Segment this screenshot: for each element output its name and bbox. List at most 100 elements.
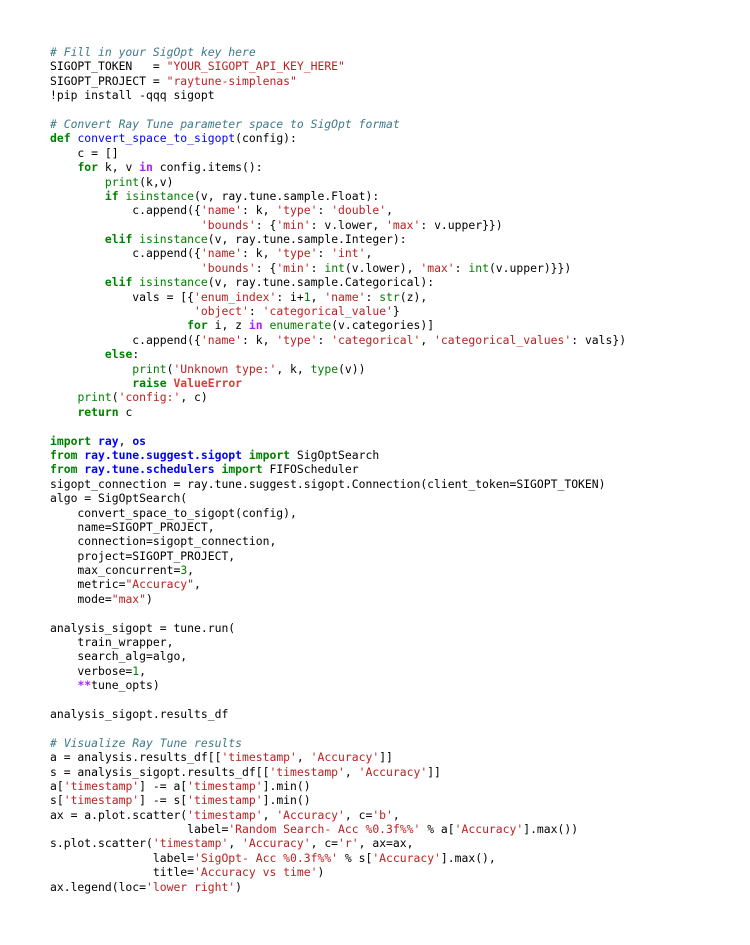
code-token: 3 — [180, 563, 188, 578]
code-token: 'type' — [276, 246, 318, 261]
code-token — [50, 218, 201, 232]
code-token: 'type' — [276, 203, 318, 218]
code-token — [50, 175, 105, 189]
code-token: 'b' — [372, 807, 393, 822]
code-line: from ray.tune.schedulers import FIFOSche… — [50, 462, 626, 476]
code-token: : v.lower, — [310, 217, 387, 232]
code-token: , — [344, 764, 359, 779]
code-token: (v.upper)}}) — [488, 260, 572, 275]
code-token: tune_opts) — [91, 678, 160, 693]
code-line: label='Random Search- Acc %0.3f%%' % a['… — [50, 822, 626, 836]
code-token: % s[ — [338, 850, 373, 865]
code-token: SigOptSearch — [290, 447, 380, 462]
code-token: ].min() — [262, 793, 311, 808]
code-token: 'Accuracy' — [372, 850, 441, 865]
code-token: ax.legend(loc= — [50, 879, 147, 894]
code-token: # Convert Ray Tune parameter space to Si… — [50, 116, 400, 131]
code-token: : v.upper}}) — [420, 217, 503, 232]
code-token: : — [310, 260, 325, 275]
code-line: analysis_sigopt = tune.run( — [50, 621, 626, 635]
code-token: 'Accuracy' — [310, 750, 380, 765]
code-token: , k, — [276, 361, 311, 376]
code-token: os — [132, 433, 147, 448]
code-line: print('Unknown type:', k, type(v)) — [50, 362, 626, 376]
code-token: 'int' — [331, 246, 366, 261]
code-line: title='Accuracy vs time') — [50, 865, 626, 879]
code-token: 'SigOpt- Acc %0.3f%%' — [194, 850, 339, 865]
code-token: : k, — [242, 332, 277, 347]
code-token: 'Accuracy' — [276, 807, 345, 822]
code-token: int — [468, 260, 489, 275]
code-token: 'Random Search- Acc %0.3f%%' — [228, 822, 421, 837]
code-token: 'object' — [194, 304, 249, 319]
code-token: 'timestamp' — [221, 750, 297, 765]
code-token: 'Accuracy vs time' — [194, 865, 318, 880]
code-line: 'bounds': {'min': int(v.lower), 'max': i… — [50, 261, 626, 275]
code-token: , — [386, 203, 393, 218]
code-token: search_alg=algo, — [50, 649, 188, 664]
code-token: !pip install -qqq sigopt — [50, 88, 215, 103]
code-line: sigopt_connection = ray.tune.suggest.sig… — [50, 477, 626, 491]
code-token: 'timestamp' — [269, 764, 345, 779]
code-line: convert_space_to_sigopt(config), — [50, 506, 626, 520]
code-line: if isinstance(v, ray.tune.sample.Float): — [50, 189, 626, 203]
code-token: name=SIGOPT_PROJECT, — [50, 519, 215, 534]
code-token: SIGOPT_PROJECT = — [50, 73, 167, 88]
code-token: else — [104, 347, 133, 362]
code-token — [50, 160, 77, 174]
code-line: # Visualize Ray Tune results — [50, 736, 626, 750]
code-token: 'timestamp' — [152, 836, 229, 851]
code-token — [91, 434, 98, 448]
code-token: ] -= s[ — [139, 793, 188, 808]
code-line: connection=sigopt_connection, — [50, 534, 626, 548]
code-token — [50, 376, 132, 390]
code-line: analysis_sigopt.results_df — [50, 707, 626, 721]
code-token: , — [187, 563, 195, 578]
code-token: , c) — [180, 390, 208, 405]
code-token: : { — [255, 260, 277, 275]
code-token: (z), — [399, 289, 428, 304]
code-token: , — [228, 836, 243, 851]
code-token: convert_space_to_sigopt — [77, 131, 236, 146]
code-token: project=SIGOPT_PROJECT, — [50, 548, 236, 563]
code-token: FIFOScheduler — [262, 462, 359, 477]
code-line: name=SIGOPT_PROJECT, — [50, 520, 626, 534]
code-token: (v.lower), — [344, 260, 421, 275]
code-line: ​ — [50, 103, 626, 117]
code-token: , ax=ax, — [358, 836, 414, 851]
code-token: ValueError — [173, 375, 243, 390]
code-token: 'Accuracy' — [454, 822, 524, 837]
code-token — [50, 304, 194, 318]
code-token: (v, ray.tune.sample.Categorical): — [207, 275, 435, 290]
code-line: print('config:', c) — [50, 390, 626, 404]
code-token — [50, 189, 105, 203]
code-token: 'categorical_values' — [434, 332, 572, 347]
code-token: : — [454, 260, 469, 275]
code-token: a = analysis.results_df[[ — [50, 750, 222, 765]
code-token: ray.tune.schedulers — [84, 462, 215, 477]
code-token: str — [379, 289, 400, 304]
code-token: print — [77, 390, 112, 405]
code-line: SIGOPT_TOKEN = "YOUR_SIGOPT_API_KEY_HERE… — [50, 59, 626, 73]
code-line: c.append({'name': k, 'type': 'double', — [50, 203, 626, 217]
code-token: algo = SigOptSearch( — [50, 491, 188, 506]
code-line: import ray, os — [50, 434, 626, 448]
code-token: 'Accuracy' — [242, 836, 311, 851]
code-token: 'timestamp' — [187, 793, 263, 808]
code-line: a = analysis.results_df[['timestamp', 'A… — [50, 750, 626, 764]
code-line: 'object': 'categorical_value'} — [50, 304, 626, 318]
code-token: a[ — [50, 778, 64, 793]
code-token: return — [77, 404, 119, 419]
code-token — [50, 261, 201, 275]
code-token: ) — [235, 879, 243, 894]
code-token: "max" — [111, 591, 147, 606]
code-token: : vals}) — [571, 332, 627, 347]
code-token: verbose= — [50, 663, 133, 678]
code-token: 1 — [303, 289, 311, 304]
code-token: if — [104, 188, 119, 203]
code-token: # Visualize Ray Tune results — [50, 735, 243, 750]
code-token: for — [77, 160, 99, 175]
code-token: , c= — [310, 836, 339, 851]
code-token: "Accuracy" — [125, 577, 195, 592]
